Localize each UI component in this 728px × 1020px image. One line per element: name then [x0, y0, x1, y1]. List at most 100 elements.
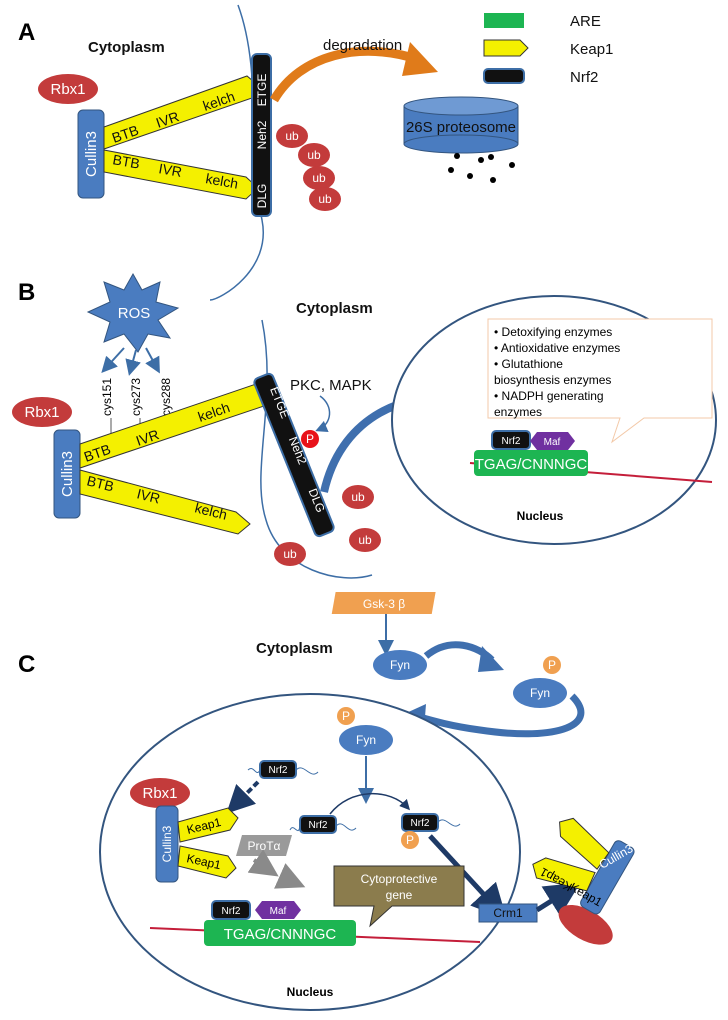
are-b-seq: TGAG/CNNNGC — [475, 456, 588, 473]
gene-item-4b: enzymes — [494, 405, 542, 419]
legend-are-swatch — [484, 13, 524, 28]
keap1-b-lower — [79, 469, 251, 535]
proteasome-label: 26S proteosome — [406, 119, 516, 136]
fyn-phospho-arrowhead — [478, 646, 504, 672]
fyn-3 — [339, 725, 393, 755]
crm1-label: Crm1 — [493, 906, 523, 920]
keap1-b-lower-btb: BTB — [85, 472, 115, 494]
nrf2-c-2-label: Nrf2 — [309, 820, 328, 831]
ub-b-3-label: ub — [283, 547, 297, 561]
ub-b-3 — [274, 542, 306, 566]
nucleus-b-label: Nucleus — [517, 509, 564, 523]
nrf2-b-nuc-label: Nrf2 — [502, 436, 521, 447]
legend-are-label: ARE — [570, 13, 601, 30]
keap1-c-1-upper — [177, 807, 239, 843]
are-c — [204, 920, 356, 946]
legend: ARE Keap1 Nrf2 — [483, 13, 613, 86]
ros-burst — [86, 272, 180, 353]
keap1-c-1-lower — [177, 845, 237, 879]
nrf2-b-nuc — [491, 430, 531, 450]
ub-a-1 — [276, 124, 308, 148]
ub-a-2-label: ub — [307, 148, 321, 162]
cullin3-c-2 — [580, 840, 635, 915]
peptide-fragments — [448, 153, 515, 183]
keap1-a-lower-btb: BTB — [111, 151, 141, 171]
fyn-2 — [513, 678, 567, 708]
nrf2-b — [253, 372, 335, 538]
nrf2-to-keap-arrow — [226, 780, 260, 814]
ub-b-1-label: ub — [351, 490, 365, 504]
rbx1-a-label: Rbx1 — [50, 81, 85, 98]
keap1-b-lower-kelch: kelch — [193, 499, 229, 522]
cullin3-a-label: Cullin3 — [83, 131, 100, 177]
gene-item-3: • Glutathione — [494, 357, 563, 371]
ub-b-2 — [349, 528, 381, 552]
pkc-arrow — [315, 395, 331, 432]
keap1-c-2-lower — [559, 817, 610, 870]
crm1-arrow — [535, 882, 581, 917]
gsk3b — [331, 592, 436, 614]
fyn-3-label: Fyn — [356, 733, 376, 747]
keap1-b-upper-ivr: IVR — [134, 426, 161, 449]
fyn-1-label: Fyn — [390, 658, 410, 672]
rbx1-c-2-label: Rbx1 — [626, 910, 658, 949]
rbx1-c-2 — [558, 904, 613, 945]
are-c-seq: TGAG/CNNNGC — [224, 926, 337, 943]
rbx1-c-1 — [130, 778, 190, 808]
nrf2-c-1-label: Nrf2 — [269, 765, 288, 776]
fyn-1 — [373, 650, 427, 680]
nrf2-c-1-tails — [247, 767, 319, 775]
gsk3b-label: Gsk-3 β — [363, 597, 405, 611]
ub-a-3-label: ub — [312, 171, 326, 185]
crm1 — [478, 903, 538, 923]
phospho-fyn-2 — [543, 656, 561, 674]
nrf2-c-3-tails — [437, 819, 461, 827]
panel-b-cytoplasm-label: Cytoplasm — [296, 300, 373, 317]
rbx1-b-label: Rbx1 — [24, 404, 59, 421]
pkc-mapk-label: PKC, MAPK — [290, 377, 372, 394]
nrf2-a — [251, 53, 272, 217]
legend-nrf2-label: Nrf2 — [570, 69, 598, 86]
nrf2-a-etge: ETGE — [255, 74, 269, 107]
phospho-nrf2-c — [401, 831, 419, 849]
ubiquitin-chain-a: ub ub ub ub — [276, 124, 341, 211]
maf-c-label: Maf — [270, 906, 287, 917]
ub-a-4-label: ub — [318, 192, 332, 206]
rbx1-c-1-label: Rbx1 — [142, 785, 177, 802]
panel-a-cytoplasm-label: Cytoplasm — [88, 39, 165, 56]
gene-list-callout — [487, 318, 713, 444]
phospho-fyn-3 — [337, 707, 355, 725]
nrf2-c-3-label: Nrf2 — [411, 818, 430, 829]
cys288-label: cys288 — [159, 378, 173, 416]
are-b — [474, 450, 588, 476]
cullin3-c-1 — [155, 805, 179, 883]
keap1-a-lower-kelch: kelch — [204, 170, 239, 191]
prota-arrow-1 — [247, 849, 279, 877]
legend-keap1-swatch — [483, 39, 529, 57]
nrf2-a-dlg: DLG — [255, 184, 269, 209]
cullin3-b-label: Cullin3 — [59, 451, 76, 497]
gene-item-3b: biosynthesis enzymes — [494, 373, 611, 387]
rbx1-b — [12, 397, 72, 427]
ros-arrow-151 — [101, 347, 125, 373]
cytoprotective-line-1: Cytoprotective — [361, 872, 438, 886]
ros-arrow-273 — [125, 349, 141, 376]
ub-b-1 — [342, 485, 374, 509]
prota-label: ProTα — [248, 839, 281, 853]
export-arrow — [428, 834, 507, 920]
keap1-a-upper-ivr: IVR — [154, 108, 181, 131]
panel-c-letter: C — [18, 651, 35, 678]
phospho-b-label: P — [306, 432, 314, 446]
nrf2-c-nuc — [211, 900, 251, 920]
phospho-b — [301, 430, 319, 448]
ros-label: ROS — [118, 305, 151, 322]
phospho-fyn-3-label: P — [342, 709, 350, 723]
nrf2-c-2-tails — [289, 823, 357, 832]
nrf2-phospho-arrow — [329, 793, 411, 815]
phospho-fyn-2-label: P — [548, 658, 556, 672]
panel-c-cytoplasm-label: Cytoplasm — [256, 640, 333, 657]
proteasome: 26S proteosome — [403, 96, 519, 154]
ub-a-2 — [298, 143, 330, 167]
cytoprotective-callout — [333, 865, 465, 928]
